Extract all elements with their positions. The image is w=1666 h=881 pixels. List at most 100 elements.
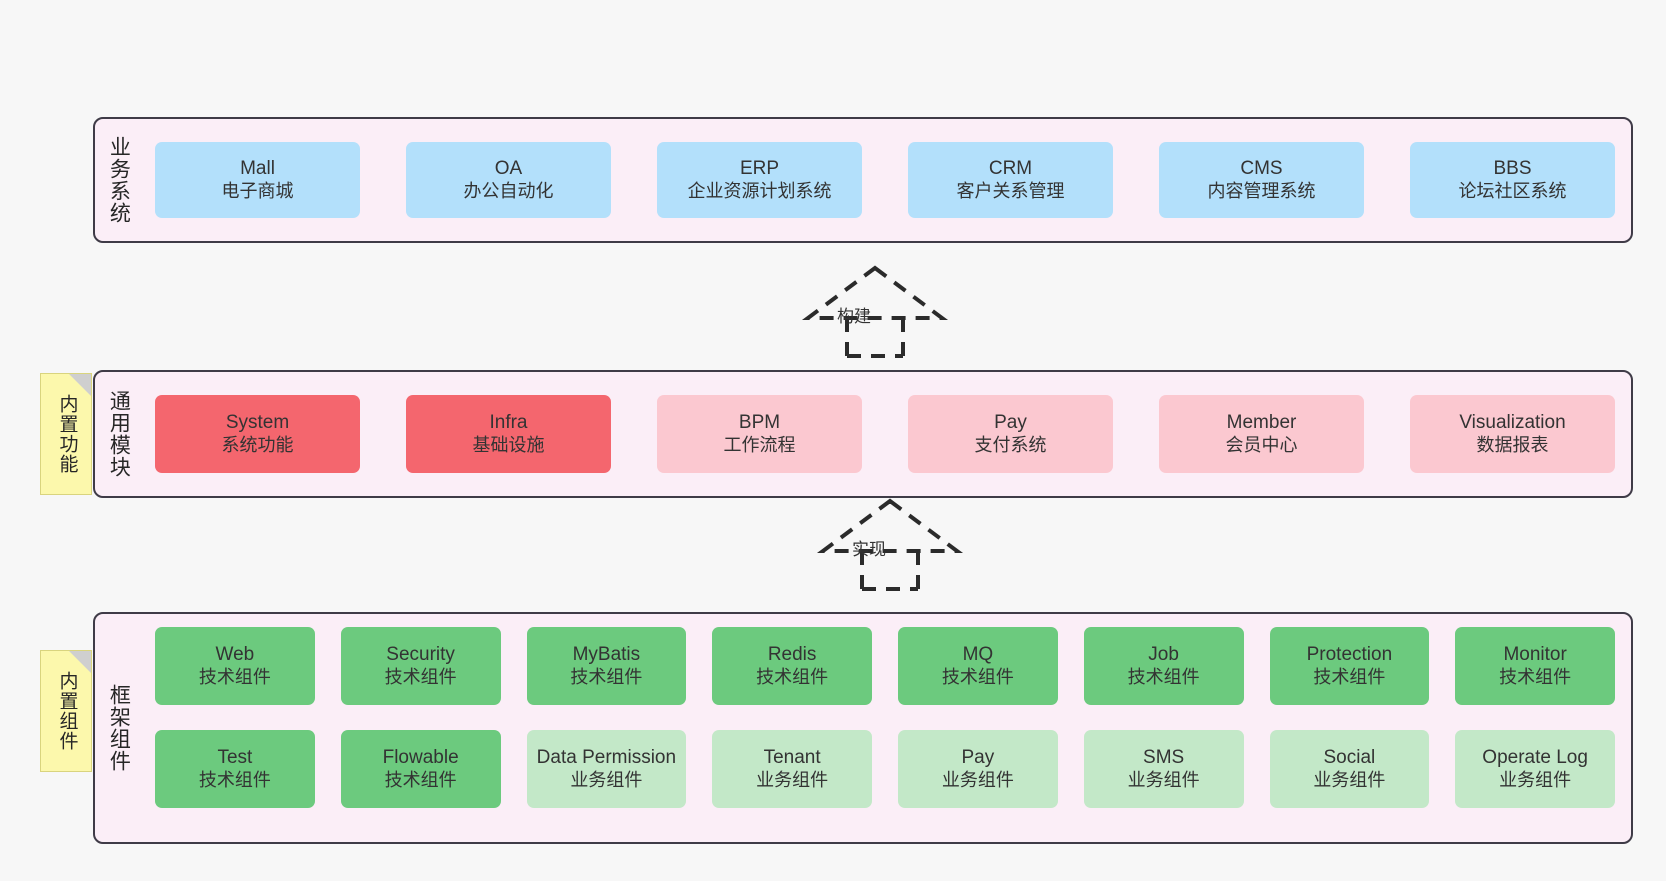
card-web[interactable]: Web 技术组件 bbox=[155, 627, 315, 705]
layer-business-systems: 业务系统 Mall 电子商城 OA 办公自动化 ERP 企业资源计划系统 CRM… bbox=[93, 117, 1633, 243]
card-title: MyBatis bbox=[572, 644, 641, 666]
card-title: SMS bbox=[1143, 747, 1185, 769]
note-builtin-features: 内置功能 bbox=[40, 373, 92, 495]
card-title: Security bbox=[386, 644, 455, 666]
card-subtitle: 支付系统 bbox=[974, 434, 1047, 455]
card-mq[interactable]: MQ 技术组件 bbox=[898, 627, 1058, 705]
card-title: System bbox=[225, 412, 290, 434]
connector-build: 构建 bbox=[795, 262, 955, 360]
card-subtitle: 技术组件 bbox=[1127, 666, 1200, 687]
card-subtitle: 业务组件 bbox=[570, 769, 643, 790]
layer-common-modules: 通用模块 System 系统功能 Infra 基础设施 BPM 工作流程 Pay… bbox=[93, 370, 1633, 498]
card-job[interactable]: Job 技术组件 bbox=[1083, 627, 1244, 705]
card-pay-module[interactable]: Pay 支付系统 bbox=[908, 395, 1113, 473]
card-subtitle: 技术组件 bbox=[198, 666, 271, 687]
card-title: BBS bbox=[1493, 158, 1532, 180]
card-redis[interactable]: Redis 技术组件 bbox=[712, 627, 872, 705]
card-system[interactable]: System 系统功能 bbox=[155, 395, 360, 473]
note-builtin-components: 内置组件 bbox=[40, 650, 92, 772]
card-title: Pay bbox=[961, 747, 995, 769]
card-data-permission[interactable]: Data Permission 业务组件 bbox=[526, 730, 687, 808]
card-tenant[interactable]: Tenant 业务组件 bbox=[712, 730, 872, 808]
card-title: Flowable bbox=[382, 747, 459, 769]
card-subtitle: 工作流程 bbox=[723, 434, 796, 455]
card-subtitle: 技术组件 bbox=[384, 666, 457, 687]
card-subtitle: 业务组件 bbox=[756, 769, 829, 790]
card-mall[interactable]: Mall 电子商城 bbox=[155, 142, 360, 218]
card-mybatis[interactable]: MyBatis 技术组件 bbox=[526, 627, 687, 705]
card-subtitle: 技术组件 bbox=[941, 666, 1014, 687]
card-title: Redis bbox=[767, 644, 817, 666]
card-title: Tenant bbox=[763, 747, 821, 769]
card-title: CMS bbox=[1240, 158, 1283, 180]
card-cms[interactable]: CMS 内容管理系统 bbox=[1159, 142, 1364, 218]
connector-implement-label: 实现 bbox=[852, 540, 886, 559]
connector-implement-arrow-icon bbox=[816, 498, 964, 591]
card-infra[interactable]: Infra 基础设施 bbox=[406, 395, 611, 473]
card-test[interactable]: Test 技术组件 bbox=[155, 730, 315, 808]
card-subtitle: 技术组件 bbox=[1499, 666, 1572, 687]
card-subtitle: 技术组件 bbox=[198, 769, 271, 790]
card-monitor[interactable]: Monitor 技术组件 bbox=[1455, 627, 1615, 705]
card-subtitle: 业务组件 bbox=[1127, 769, 1200, 790]
framework-components-grid: Web 技术组件 Security 技术组件 MyBatis 技术组件 Redi… bbox=[155, 627, 1615, 808]
card-flowable[interactable]: Flowable 技术组件 bbox=[340, 730, 501, 808]
card-subtitle: 基础设施 bbox=[472, 434, 545, 455]
card-pay-component[interactable]: Pay 业务组件 bbox=[898, 730, 1058, 808]
card-title: Protection bbox=[1306, 644, 1393, 666]
card-protection[interactable]: Protection 技术组件 bbox=[1269, 627, 1430, 705]
card-title: CRM bbox=[988, 158, 1033, 180]
card-subtitle: 业务组件 bbox=[941, 769, 1014, 790]
card-subtitle: 企业资源计划系统 bbox=[687, 180, 832, 201]
card-subtitle: 会员中心 bbox=[1225, 434, 1298, 455]
card-subtitle: 客户关系管理 bbox=[956, 180, 1065, 201]
card-visualization[interactable]: Visualization 数据报表 bbox=[1410, 395, 1615, 473]
layer-framework-components: 框架组件 Web 技术组件 Security 技术组件 MyBatis 技术组件… bbox=[93, 612, 1633, 844]
layer-label-framework-components: 框架组件 bbox=[107, 684, 131, 772]
card-subtitle: 技术组件 bbox=[570, 666, 643, 687]
card-subtitle: 办公自动化 bbox=[463, 180, 554, 201]
card-title: Job bbox=[1148, 644, 1179, 666]
card-social[interactable]: Social 业务组件 bbox=[1269, 730, 1430, 808]
card-erp[interactable]: ERP 企业资源计划系统 bbox=[657, 142, 862, 218]
card-operate-log[interactable]: Operate Log 业务组件 bbox=[1455, 730, 1615, 808]
card-security[interactable]: Security 技术组件 bbox=[340, 627, 501, 705]
card-bbs[interactable]: BBS 论坛社区系统 bbox=[1410, 142, 1615, 218]
card-crm[interactable]: CRM 客户关系管理 bbox=[908, 142, 1113, 218]
card-title: Operate Log bbox=[1482, 747, 1588, 769]
card-title: Test bbox=[217, 747, 253, 769]
layer-label-common-modules: 通用模块 bbox=[107, 390, 131, 478]
card-subtitle: 业务组件 bbox=[1313, 769, 1386, 790]
card-subtitle: 业务组件 bbox=[1499, 769, 1572, 790]
card-subtitle: 技术组件 bbox=[756, 666, 829, 687]
card-title: MQ bbox=[962, 644, 994, 666]
connector-implement: 实现 bbox=[810, 495, 970, 593]
card-title: Web bbox=[215, 644, 255, 666]
card-subtitle: 系统功能 bbox=[221, 434, 294, 455]
card-subtitle: 电子商城 bbox=[221, 180, 294, 201]
card-sms[interactable]: SMS 业务组件 bbox=[1083, 730, 1244, 808]
note-label: 内置组件 bbox=[56, 671, 78, 751]
business-systems-card-row: Mall 电子商城 OA 办公自动化 ERP 企业资源计划系统 CRM 客户关系… bbox=[141, 119, 1631, 241]
card-title: BPM bbox=[738, 412, 781, 434]
note-fold-corner-icon bbox=[69, 651, 91, 673]
note-fold-corner-icon bbox=[69, 374, 91, 396]
layer-label-business-systems: 业务系统 bbox=[107, 136, 131, 224]
connector-build-label: 构建 bbox=[837, 307, 871, 326]
common-modules-card-row: System 系统功能 Infra 基础设施 BPM 工作流程 Pay 支付系统… bbox=[141, 372, 1631, 496]
card-title: Member bbox=[1226, 412, 1297, 434]
card-oa[interactable]: OA 办公自动化 bbox=[406, 142, 611, 218]
card-title: Monitor bbox=[1503, 644, 1567, 666]
card-title: OA bbox=[494, 158, 523, 180]
connector-build-arrow-icon bbox=[801, 265, 949, 358]
card-member[interactable]: Member 会员中心 bbox=[1159, 395, 1364, 473]
note-label: 内置功能 bbox=[56, 394, 78, 474]
card-subtitle: 技术组件 bbox=[1313, 666, 1386, 687]
card-subtitle: 数据报表 bbox=[1476, 434, 1549, 455]
card-subtitle: 论坛社区系统 bbox=[1458, 180, 1567, 201]
card-title: Social bbox=[1323, 747, 1376, 769]
framework-components-card-area: Web 技术组件 Security 技术组件 MyBatis 技术组件 Redi… bbox=[141, 614, 1631, 842]
card-bpm[interactable]: BPM 工作流程 bbox=[657, 395, 862, 473]
card-title: ERP bbox=[739, 158, 780, 180]
